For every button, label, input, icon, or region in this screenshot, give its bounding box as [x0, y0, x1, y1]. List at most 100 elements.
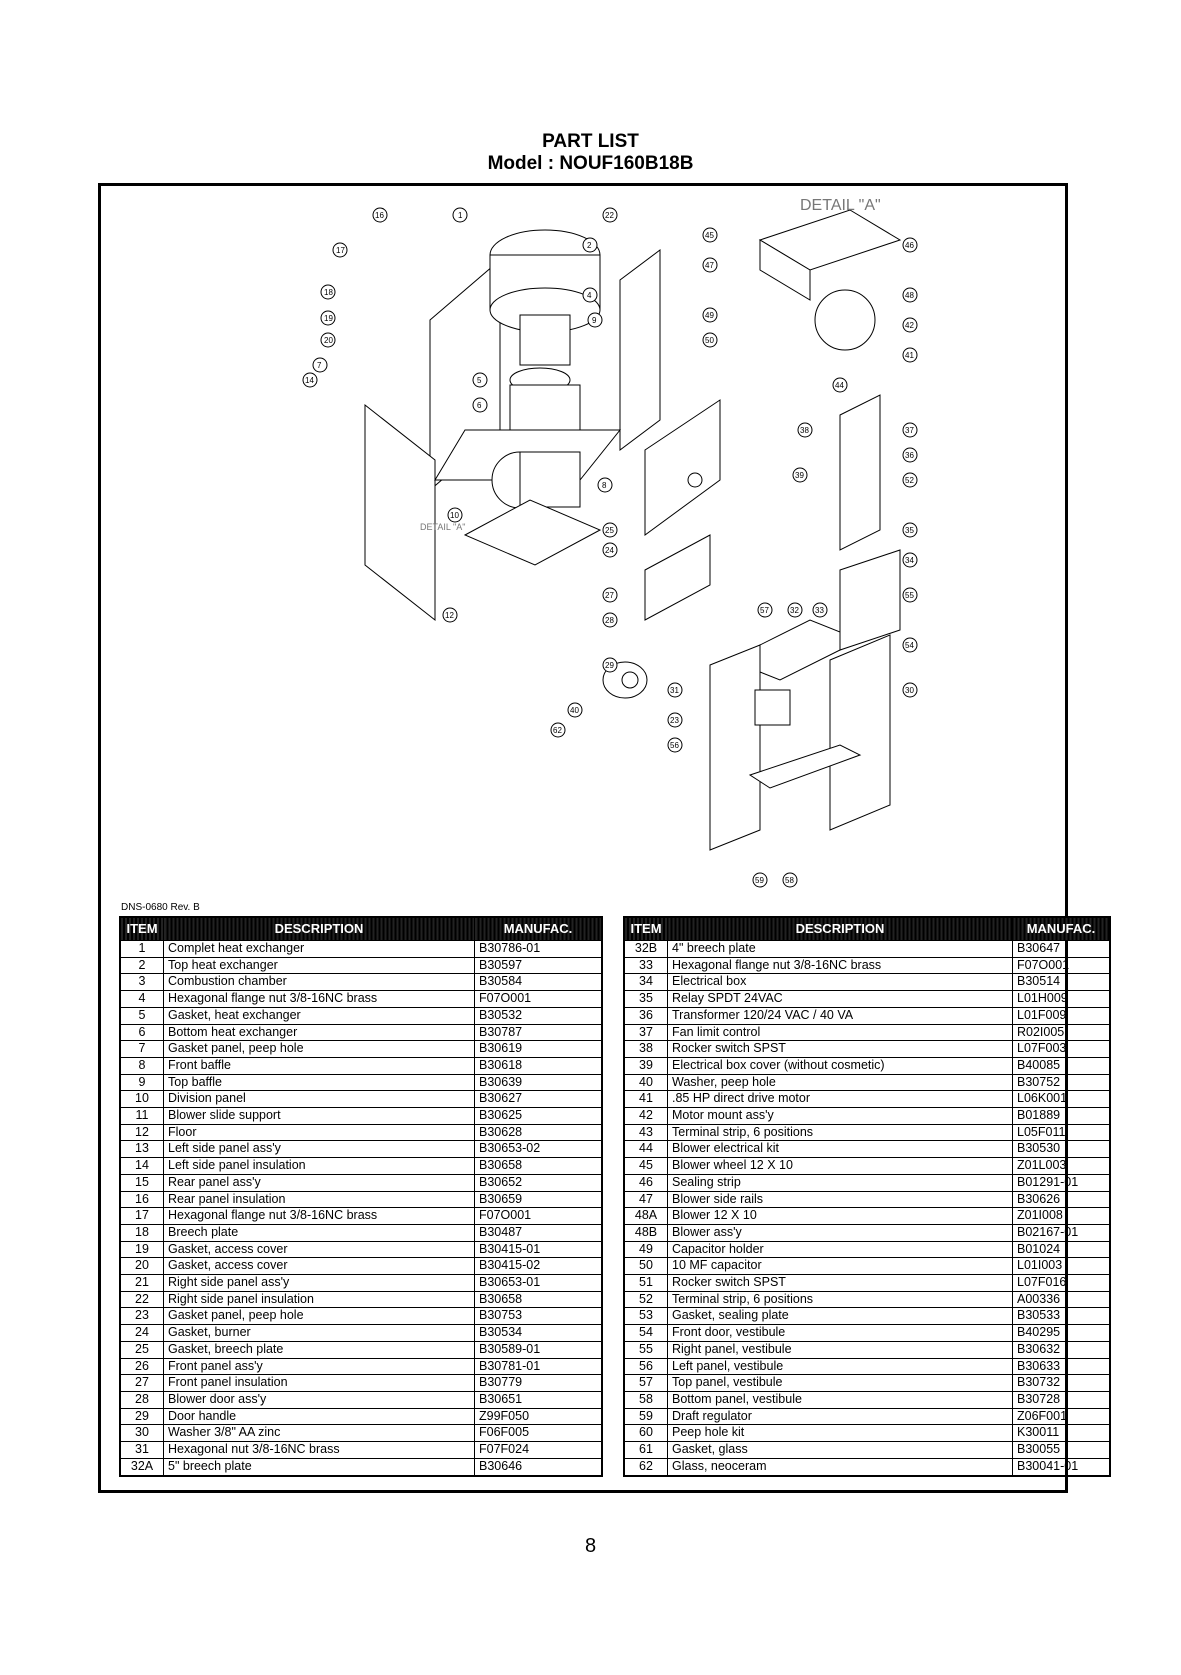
item-description: Blower ass'y: [667, 1223, 1013, 1242]
item-description: Floor: [163, 1123, 475, 1142]
item-number: 36: [623, 1006, 668, 1025]
item-number: 55: [623, 1340, 668, 1359]
manufacturer-code: L06K001: [1012, 1090, 1111, 1109]
item-number: 49: [623, 1240, 668, 1259]
manufacturer-code: B30732: [1012, 1374, 1111, 1392]
item-description: 4" breech plate: [667, 940, 1013, 958]
item-description: Gasket panel, peep hole: [163, 1040, 475, 1058]
manufacturer-code: B30618: [474, 1056, 603, 1075]
svg-text:19: 19: [324, 314, 333, 323]
svg-text:31: 31: [670, 686, 679, 695]
manufacturer-code: L05F011: [1012, 1123, 1111, 1142]
item-number: 16: [119, 1190, 164, 1209]
manufacturer-code: B30415-02: [474, 1257, 603, 1276]
manufacturer-code: B40085: [1012, 1056, 1111, 1075]
item-description: Breech plate: [163, 1223, 475, 1242]
item-number: 2: [119, 956, 164, 975]
item-description: Gasket, access cover: [163, 1240, 475, 1259]
manufacturer-code: B30658: [474, 1157, 603, 1175]
item-number: 59: [623, 1407, 668, 1426]
svg-text:1: 1: [458, 211, 463, 220]
document-code: DNS-0680 Rev. B: [121, 902, 200, 913]
svg-text:27: 27: [605, 591, 614, 600]
svg-text:7: 7: [317, 361, 322, 370]
item-number: 44: [623, 1140, 668, 1159]
manufacturer-code: B30628: [474, 1123, 603, 1142]
svg-text:22: 22: [605, 211, 614, 220]
item-number: 48B: [623, 1223, 668, 1242]
svg-text:33: 33: [815, 606, 824, 615]
item-number: 34: [623, 973, 668, 992]
item-description: Glass, neoceram: [667, 1457, 1013, 1477]
item-number: 19: [119, 1240, 164, 1259]
item-description: Left panel, vestibule: [667, 1357, 1013, 1376]
item-description: Rocker switch SPST: [667, 1040, 1013, 1058]
item-number: 12: [119, 1123, 164, 1142]
manufacturer-code: B30728: [1012, 1390, 1111, 1409]
svg-text:48: 48: [905, 291, 914, 300]
item-description: Blower 12 X 10: [667, 1207, 1013, 1225]
item-number: 61: [623, 1441, 668, 1459]
item-number: 21: [119, 1274, 164, 1292]
item-number: 48A: [623, 1207, 668, 1225]
manufacturer-code: B30652: [474, 1173, 603, 1192]
page-title: PART LIST: [542, 131, 639, 152]
item-description: Right side panel ass'y: [163, 1274, 475, 1292]
drawing-frame: [98, 183, 1068, 1493]
svg-text:37: 37: [905, 426, 914, 435]
item-description: Right panel, vestibule: [667, 1340, 1013, 1359]
svg-text:28: 28: [605, 616, 614, 625]
item-description: Complet heat exchanger: [163, 940, 475, 958]
manufacturer-code: L01I003: [1012, 1257, 1111, 1276]
item-number: 41: [623, 1090, 668, 1109]
detail-a-reference: DETAIL "A": [420, 522, 465, 532]
item-description: Blower electrical kit: [667, 1140, 1013, 1159]
item-number: 51: [623, 1274, 668, 1292]
item-number: 13: [119, 1140, 164, 1159]
blower-door: [644, 534, 711, 621]
manufacturer-code: B30625: [474, 1107, 603, 1125]
item-description: Motor mount ass'y: [667, 1107, 1013, 1125]
item-number: 10: [119, 1090, 164, 1109]
manufacturer-code: B30532: [474, 1006, 603, 1025]
svg-text:12: 12: [445, 611, 454, 620]
item-description: Bottom panel, vestibule: [667, 1390, 1013, 1409]
manufacturer-code: L01F009: [1012, 1006, 1111, 1025]
svg-text:54: 54: [905, 641, 914, 650]
model-title: Model : NOUF160B18B: [487, 153, 694, 174]
manufacturer-code: B30415-01: [474, 1240, 603, 1259]
item-description: Front door, vestibule: [667, 1324, 1013, 1342]
vestibule-front-door: [829, 634, 891, 831]
svg-text:59: 59: [755, 876, 764, 885]
callout-markers: 17 16 1 22 18 19 20 7 14 2 4 9 5 6 10 12…: [302, 207, 918, 888]
item-description: Hexagonal flange nut 3/8-16NC brass: [667, 956, 1013, 975]
item-number: 24: [119, 1324, 164, 1342]
item-number: 26: [119, 1357, 164, 1376]
item-description: Hexagonal flange nut 3/8-16NC brass: [163, 990, 475, 1008]
manufacturer-code: B30589-01: [474, 1340, 603, 1359]
manufacturer-code: L07F016: [1012, 1274, 1111, 1292]
item-description: Rear panel ass'y: [163, 1173, 475, 1192]
manufacturer-code: B40295: [1012, 1324, 1111, 1342]
item-description: Washer, peep hole: [667, 1073, 1013, 1092]
manufacturer-code: B30626: [1012, 1190, 1111, 1209]
svg-text:39: 39: [795, 471, 804, 480]
manufacturer-code: B30639: [474, 1073, 603, 1092]
manufacturer-code: B30781-01: [474, 1357, 603, 1376]
svg-text:14: 14: [305, 376, 314, 385]
